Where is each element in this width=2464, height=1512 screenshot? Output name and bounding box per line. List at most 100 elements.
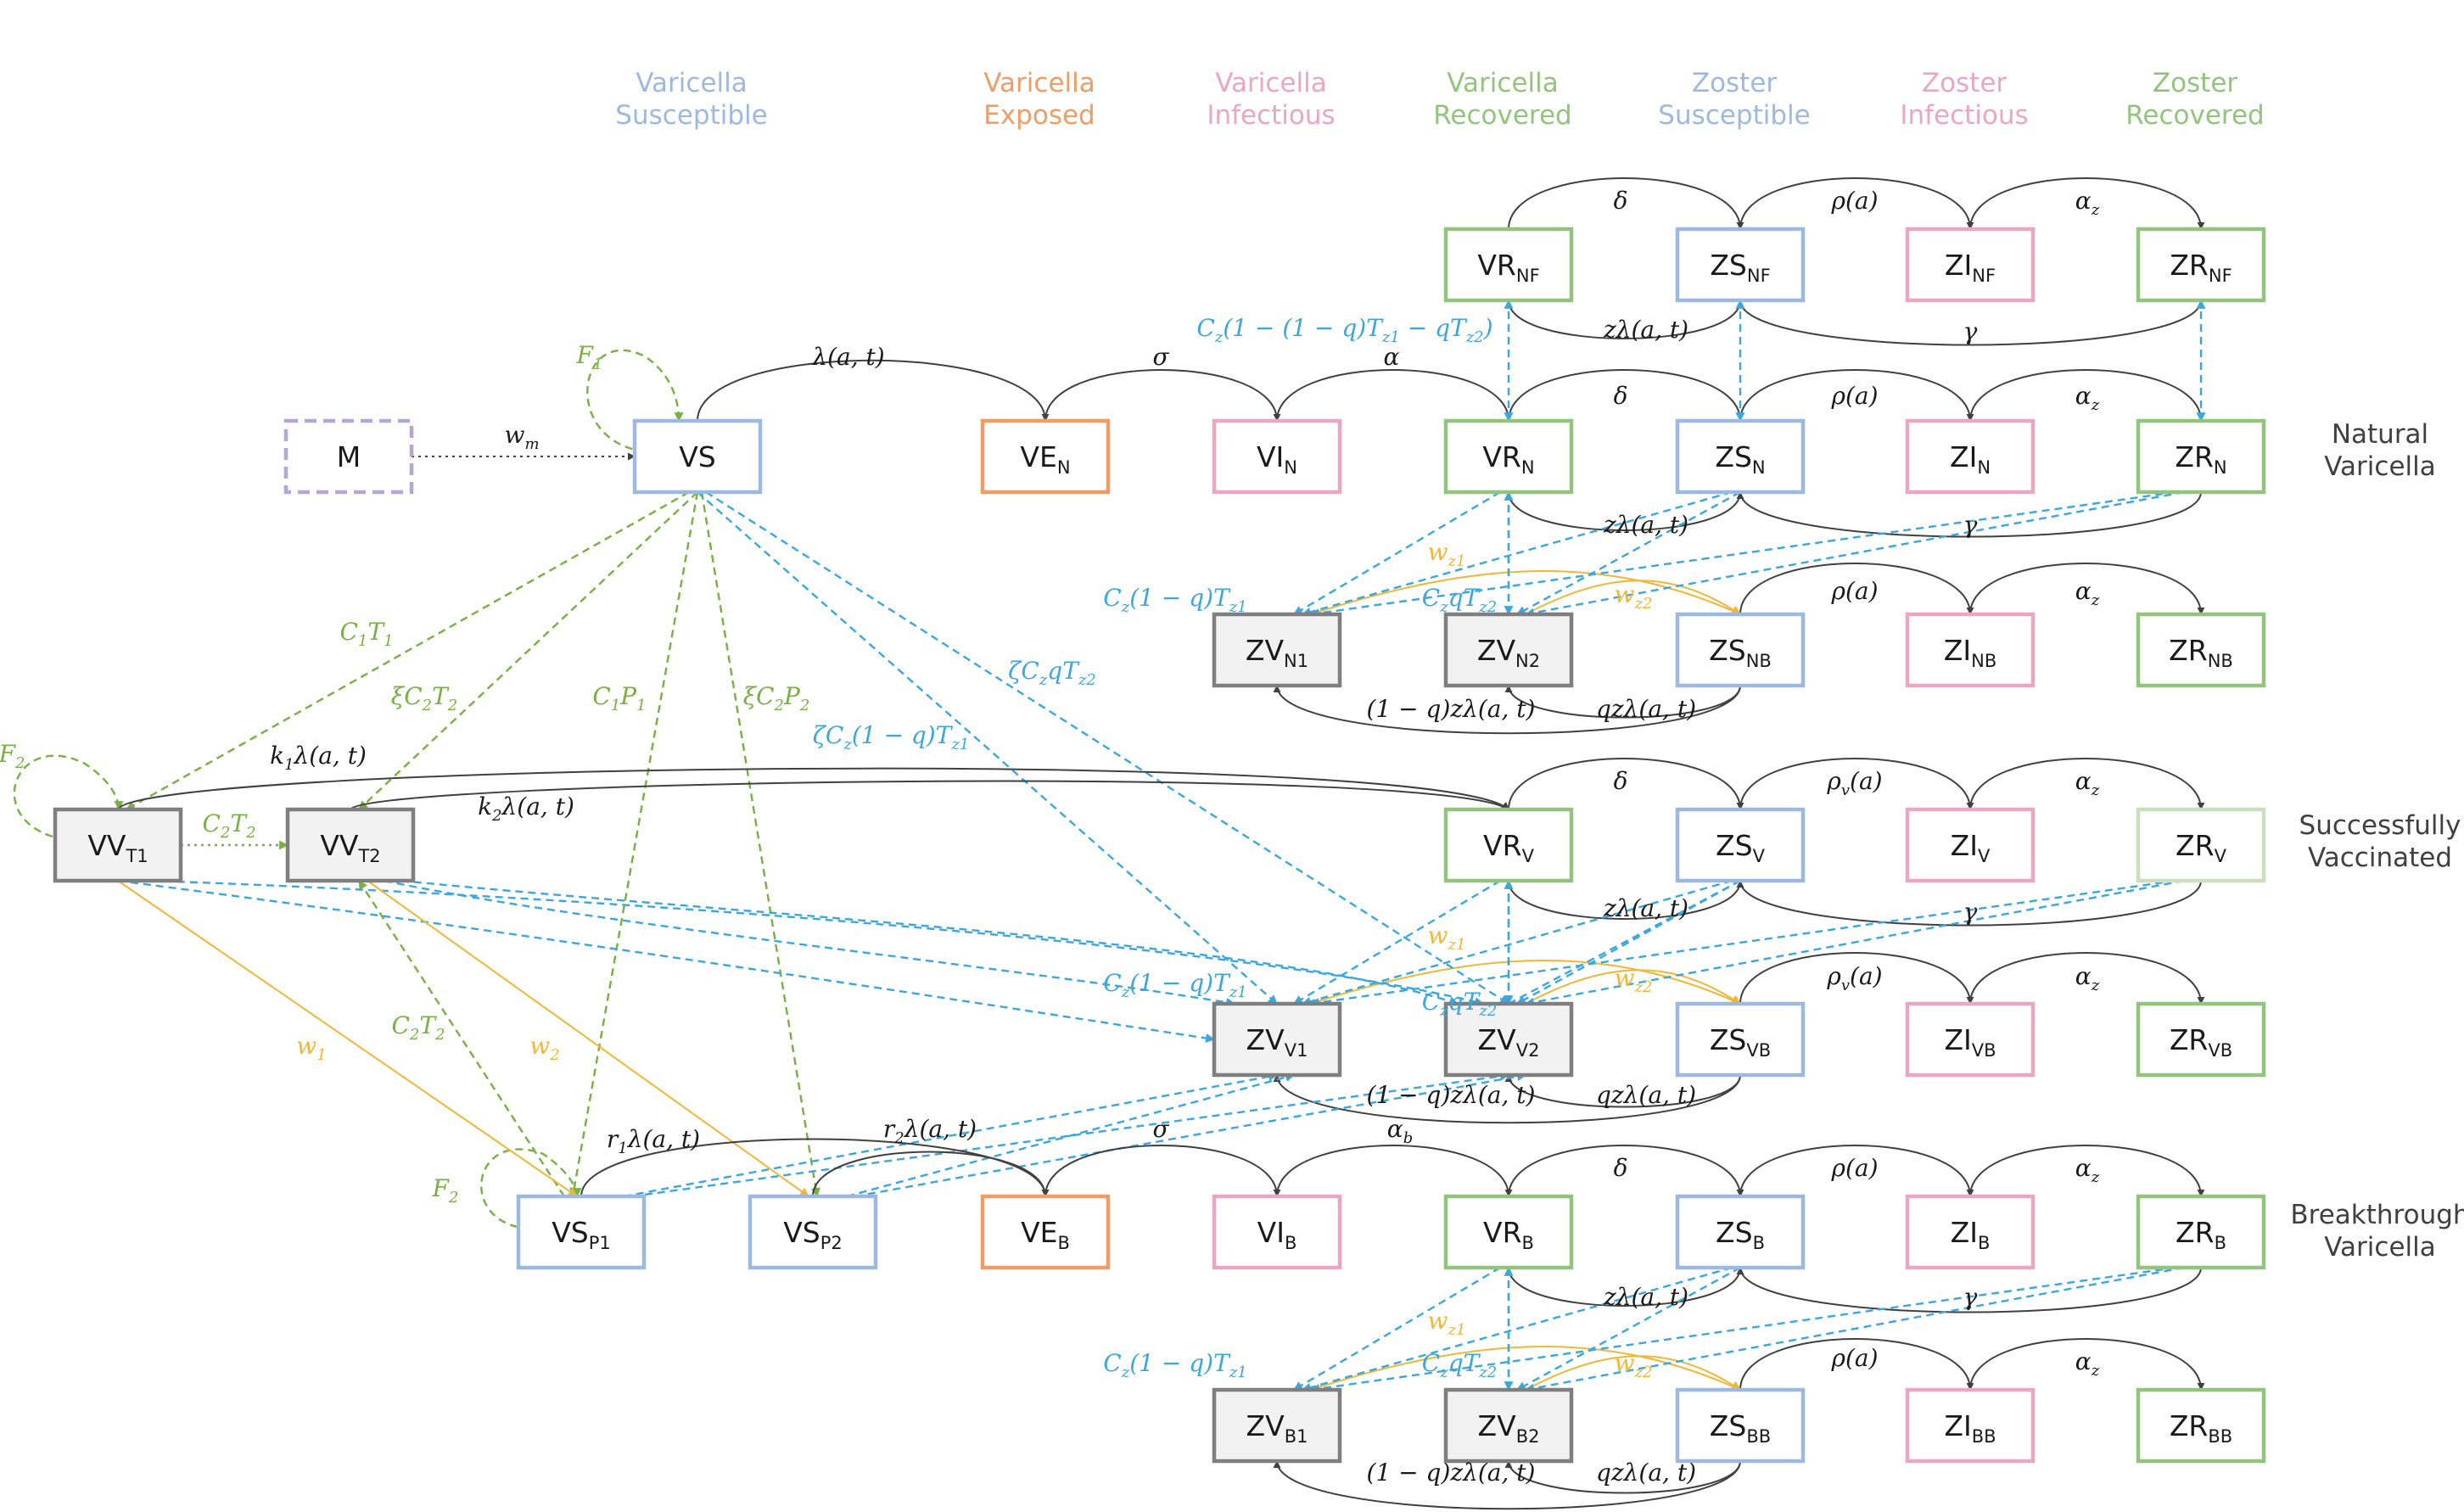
node-zrnf: ZRNF bbox=[2136, 227, 2266, 303]
arrow-nz-vr-zv1 bbox=[1293, 490, 1501, 616]
arrow-n-zlam bbox=[1504, 491, 1741, 531]
node-zvn2: ZVN2 bbox=[1443, 612, 1574, 688]
column-title-line1: Varicella bbox=[1447, 68, 1559, 98]
node-label: VVT1 bbox=[87, 829, 148, 866]
rate-label-f2b: F2 bbox=[432, 1174, 459, 1207]
node-label: ZRNF bbox=[2170, 249, 2232, 286]
column-title-line2: Infectious bbox=[1207, 100, 1335, 131]
arrow-bw-wz2 bbox=[1525, 1355, 1741, 1391]
node-label: ZRBB bbox=[2170, 1409, 2232, 1447]
rate-label-qlam1-bb: (1 − q)zλ(a, t) bbox=[1367, 1459, 1536, 1487]
node-zvb2: ZVB2 bbox=[1443, 1387, 1574, 1464]
node-box bbox=[1675, 1194, 1806, 1270]
node-label: ZIV bbox=[1951, 829, 1991, 866]
node-label: VEN bbox=[1020, 440, 1070, 478]
rate-label-qlam2-vb: qzλ(a, t) bbox=[1596, 1081, 1696, 1109]
node-box bbox=[2136, 227, 2266, 303]
arrow-f2b-loop bbox=[480, 1148, 582, 1229]
node-box bbox=[1905, 807, 2036, 883]
arrow-nf-alphaz bbox=[1969, 177, 2205, 230]
node-label: VSP1 bbox=[552, 1216, 611, 1253]
rate-label-az-n: αz bbox=[2075, 382, 2100, 414]
arrow-b-zlam bbox=[1504, 1267, 1741, 1307]
node-zsvb: ZSVB bbox=[1675, 1001, 1806, 1078]
rate-label-wz2-b: wz2 bbox=[1615, 1349, 1653, 1381]
node-ziv: ZIV bbox=[1905, 807, 2036, 883]
arrow-vz-vr-zv1 bbox=[1293, 879, 1501, 1005]
rate-label-qlam2-nb: qzλ(a, t) bbox=[1596, 695, 1696, 723]
node-box bbox=[2136, 612, 2266, 688]
arrow-nz-zs-zv1 bbox=[1301, 490, 1733, 617]
arrow-r2lam bbox=[812, 1151, 1050, 1197]
rate-label-az-v: αz bbox=[2075, 767, 2100, 799]
rate-label-zetacqt: ζCzqTz2 bbox=[1008, 657, 1096, 689]
arrow-vvt2-zvv2 bbox=[400, 879, 1459, 1006]
rate-label-gamma-v: γ bbox=[1963, 898, 1978, 926]
arrow-zeta-zvv2 bbox=[705, 490, 1509, 1005]
rate-label-wz1-b: wz1 bbox=[1428, 1307, 1466, 1339]
rate-label-cz1-n: Cz(1 − q)Tz1 bbox=[1103, 584, 1246, 616]
column-title-line2: Exposed bbox=[983, 100, 1095, 131]
column-title-line2: Susceptible bbox=[1658, 100, 1810, 131]
node-label: ZIBB bbox=[1944, 1409, 1996, 1447]
node-box bbox=[53, 807, 183, 883]
node-label: ZVN1 bbox=[1246, 634, 1308, 671]
rate-label-c2t2: C2T2 bbox=[202, 809, 255, 842]
rate-label-cz2-b: CzqTz2 bbox=[1422, 1349, 1497, 1381]
node-zsv: ZSV bbox=[1675, 807, 1806, 883]
arrow-zsv-zvv2-vert bbox=[1508, 879, 1741, 1005]
arrow-vvt1-zvv1 bbox=[117, 879, 1216, 1043]
node-vs: VS bbox=[632, 418, 763, 495]
node-box bbox=[1905, 1194, 2036, 1270]
rate-label-az-nf: αz bbox=[2075, 187, 2100, 219]
node-label: ZIVB bbox=[1944, 1023, 1996, 1061]
rate-label-wz1-n: wz1 bbox=[1428, 538, 1466, 570]
rate-label-cz2-n: CzqTz2 bbox=[1422, 584, 1497, 616]
arrow-r1lam bbox=[580, 1138, 1050, 1197]
node-box bbox=[283, 418, 414, 495]
node-box bbox=[2136, 1387, 2266, 1464]
node-zinf: ZINF bbox=[1905, 227, 2036, 303]
rate-label-zlam-v: zλ(a, t) bbox=[1603, 894, 1688, 922]
arrow-vz-zr-zv1 bbox=[1309, 879, 2176, 1008]
node-label: ZVV1 bbox=[1246, 1023, 1308, 1061]
node-box bbox=[1675, 418, 1806, 495]
node-box bbox=[1443, 1001, 1574, 1078]
arrow-alpha-n bbox=[1276, 369, 1513, 422]
node-box bbox=[1443, 418, 1574, 495]
row-title-line2: Varicella bbox=[2324, 1232, 2436, 1263]
arrow-c1p1 bbox=[569, 491, 699, 1198]
rate-label-lam: λ(a, t) bbox=[811, 343, 884, 371]
node-box bbox=[980, 1194, 1111, 1270]
arrow-v-alphaz bbox=[1969, 758, 2205, 810]
arrow-b-gamma bbox=[1736, 1267, 2202, 1313]
arrow-w2 bbox=[367, 880, 809, 1197]
node-vrv: VRV bbox=[1443, 807, 1574, 883]
rate-label-delta-n: δ bbox=[1614, 382, 1628, 410]
node-box bbox=[1443, 1194, 1574, 1270]
arrow-nz-zr-zv2 bbox=[1524, 490, 2185, 618]
node-label: ZRN bbox=[2175, 440, 2226, 478]
column-title-line2: Recovered bbox=[2125, 100, 2264, 131]
node-zvv1: ZVV1 bbox=[1212, 1001, 1342, 1078]
node-label: ZSVB bbox=[1710, 1023, 1771, 1061]
rate-label-qlam1-nb: (1 − q)zλ(a, t) bbox=[1367, 695, 1536, 723]
node-zin: ZIN bbox=[1905, 418, 2036, 495]
node-label: ZIB bbox=[1951, 1216, 1991, 1253]
arrow-vsp2-zvv1 bbox=[846, 1072, 1296, 1198]
rate-label-w1: w1 bbox=[296, 1032, 326, 1064]
arrow-n-delta bbox=[1508, 369, 1744, 422]
node-vvt1: VVT1 bbox=[53, 807, 183, 883]
arrow-vvt1-zvv2 bbox=[151, 879, 1485, 1006]
column-title-line2: Recovered bbox=[1433, 100, 1571, 131]
node-box bbox=[1905, 227, 2036, 303]
node-label: ZIN bbox=[1950, 440, 1991, 478]
arrow-b-delta bbox=[1508, 1145, 1744, 1197]
rate-label-xic2p2: ξC2P2 bbox=[743, 682, 810, 714]
node-vrb: VRB bbox=[1443, 1194, 1574, 1270]
rate-label-zetac1q: ζCz(1 − q)Tz1 bbox=[813, 721, 970, 753]
rate-label-delta-nf: δ bbox=[1614, 187, 1628, 215]
node-box bbox=[1443, 612, 1574, 688]
node-box bbox=[1443, 807, 1574, 883]
